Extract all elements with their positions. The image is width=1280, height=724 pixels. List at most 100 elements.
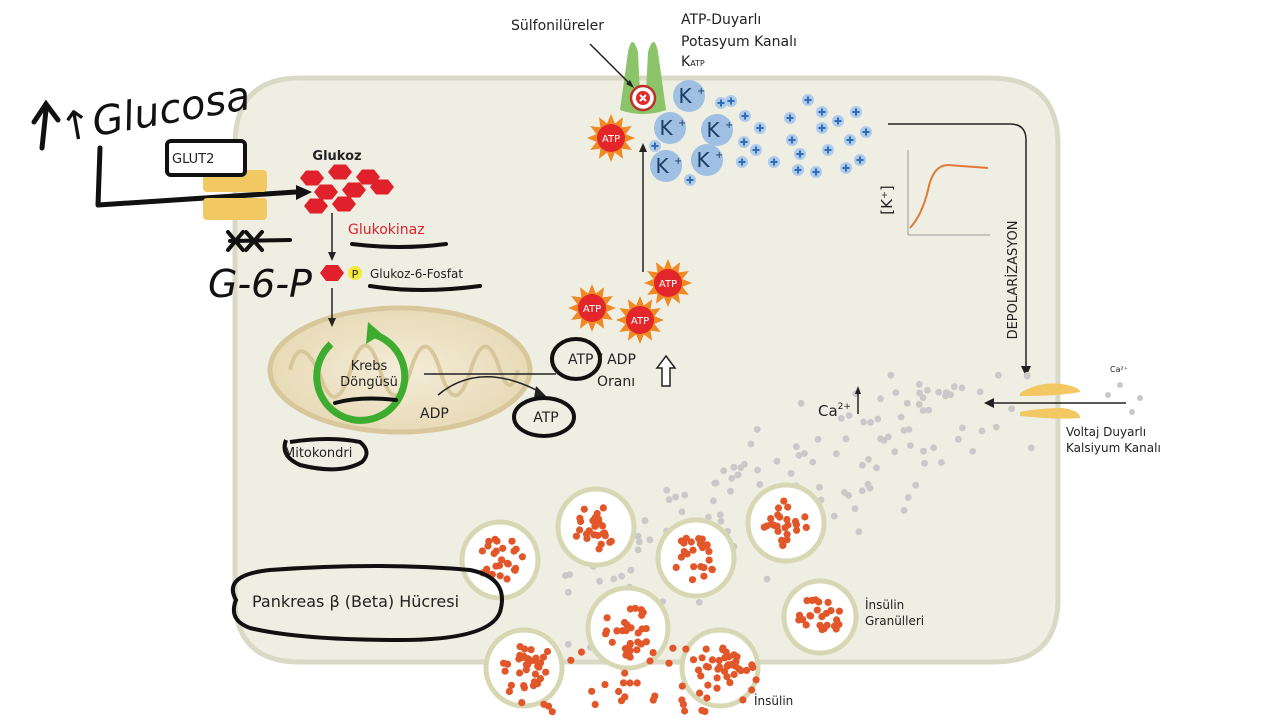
calcium-dot	[1117, 382, 1123, 388]
insulin-dot	[593, 509, 601, 518]
calcium-dot	[627, 566, 635, 574]
handwritten-double-arrow	[226, 230, 292, 252]
insulin-dot	[534, 680, 542, 688]
katp-label-line3: KATP	[681, 54, 705, 70]
insulin-dot	[608, 638, 616, 646]
insulin-granules	[459, 482, 859, 716]
potassium-graph: [K⁺]	[878, 150, 990, 236]
calcium-dot	[564, 640, 572, 648]
insulin-dot	[726, 679, 734, 687]
beta-cell-label: Pankreas β (Beta) Hücresi	[252, 592, 459, 611]
calcium-dot	[880, 436, 888, 444]
calcium-dot	[921, 459, 928, 467]
potassium-plus-sign	[812, 168, 820, 176]
calcium-dot	[903, 399, 911, 407]
insulin-granules-label-line1: İnsülin	[865, 597, 904, 612]
potassium-ion-label: K	[655, 154, 669, 178]
calcium-dot	[1129, 409, 1135, 415]
calcium-dot	[634, 532, 642, 540]
glucose-hexagon	[328, 164, 352, 180]
insulin-dot	[700, 572, 708, 580]
potassium-ion-label: K	[678, 84, 692, 108]
potassium-plus	[816, 122, 828, 134]
insulin-dot	[580, 505, 588, 513]
glucose-molecules	[300, 164, 394, 214]
insulin-dot	[690, 563, 698, 571]
insulin-dot	[678, 682, 686, 690]
potassium-plus-sign	[788, 136, 796, 144]
glucose-hexagon	[356, 169, 380, 185]
insulin-dot	[688, 576, 697, 584]
insulin-dot	[689, 656, 698, 664]
insulin-dot	[595, 518, 603, 526]
insulin-dot	[802, 621, 810, 629]
insulin-dot	[669, 644, 677, 652]
calcium-dot	[887, 371, 895, 379]
calcium-dot	[873, 464, 880, 472]
potassium-plus-sign	[786, 114, 794, 122]
potassium-plus-sign	[686, 176, 694, 184]
calcium-dot	[830, 512, 838, 520]
vdcc-label-line1: Voltaj Duyarlı	[1066, 425, 1146, 439]
calcium-dot	[717, 511, 724, 519]
calcium-dot	[710, 497, 717, 505]
insulin-dot	[501, 667, 509, 675]
insulin-dot	[539, 653, 548, 661]
insulin-dot	[503, 575, 511, 583]
insulin-dot	[737, 667, 745, 675]
glucose-hexagon	[300, 170, 324, 186]
calcium-dot	[845, 412, 853, 419]
atp-star-label: ATP	[659, 279, 677, 290]
insulin-dot	[784, 503, 792, 511]
insulin-dot	[524, 658, 532, 666]
potassium-plus	[738, 136, 750, 148]
calcium-dot	[935, 388, 943, 396]
insulin-dot	[727, 661, 735, 669]
insulin-dot	[713, 674, 721, 682]
potassium-plus	[816, 106, 828, 118]
atp-star: ATP	[616, 296, 664, 344]
insulin-dot	[531, 670, 540, 678]
glut2-label: GLUT2	[172, 152, 214, 167]
potassium-plus	[768, 156, 780, 168]
potassium-plus	[832, 115, 844, 127]
insulin-dot	[504, 660, 512, 668]
potassium-ion-circle	[654, 112, 686, 144]
insulin-dot	[704, 681, 712, 689]
glucose-hexagon	[332, 196, 356, 212]
calcium-dot	[564, 588, 572, 596]
calcium-dot	[920, 447, 927, 455]
calcium-dot	[919, 394, 927, 402]
insulin-dot	[638, 611, 646, 619]
insulin-dot	[748, 661, 756, 669]
calcium-dot	[1137, 395, 1143, 401]
calcium-dot	[809, 458, 817, 466]
calcium-dot	[816, 483, 823, 491]
insulin-dot	[599, 504, 607, 512]
calcium-dot	[814, 435, 822, 443]
insulin-dot	[511, 566, 519, 574]
potassium-plus-sign	[824, 146, 832, 154]
atp-star: ATP	[568, 284, 616, 332]
calcium-dot	[919, 407, 927, 414]
insulin-dot	[715, 663, 724, 671]
potassium-plus-sign	[727, 97, 735, 105]
insulin-dot	[792, 521, 801, 529]
insulin-dot	[622, 651, 630, 659]
calcium-dot	[915, 400, 923, 408]
calcium-dot	[773, 457, 781, 465]
potassium-ion: K+	[691, 144, 723, 176]
calcium-dot	[787, 469, 795, 477]
insulin-dot	[827, 607, 835, 615]
insulin-dot	[518, 553, 527, 561]
insulin-dot	[633, 679, 641, 687]
insulin-dot	[530, 656, 539, 664]
handwritten-g6p: G-6-P	[208, 262, 312, 306]
katp-channel	[620, 42, 666, 114]
potassium-plus-sign	[852, 108, 860, 116]
potassium-plus-sign	[818, 108, 826, 116]
calcium-dot	[897, 413, 905, 421]
insulin-dot	[813, 606, 821, 614]
insulin-dot	[823, 621, 831, 629]
insulin-dot	[705, 556, 713, 564]
